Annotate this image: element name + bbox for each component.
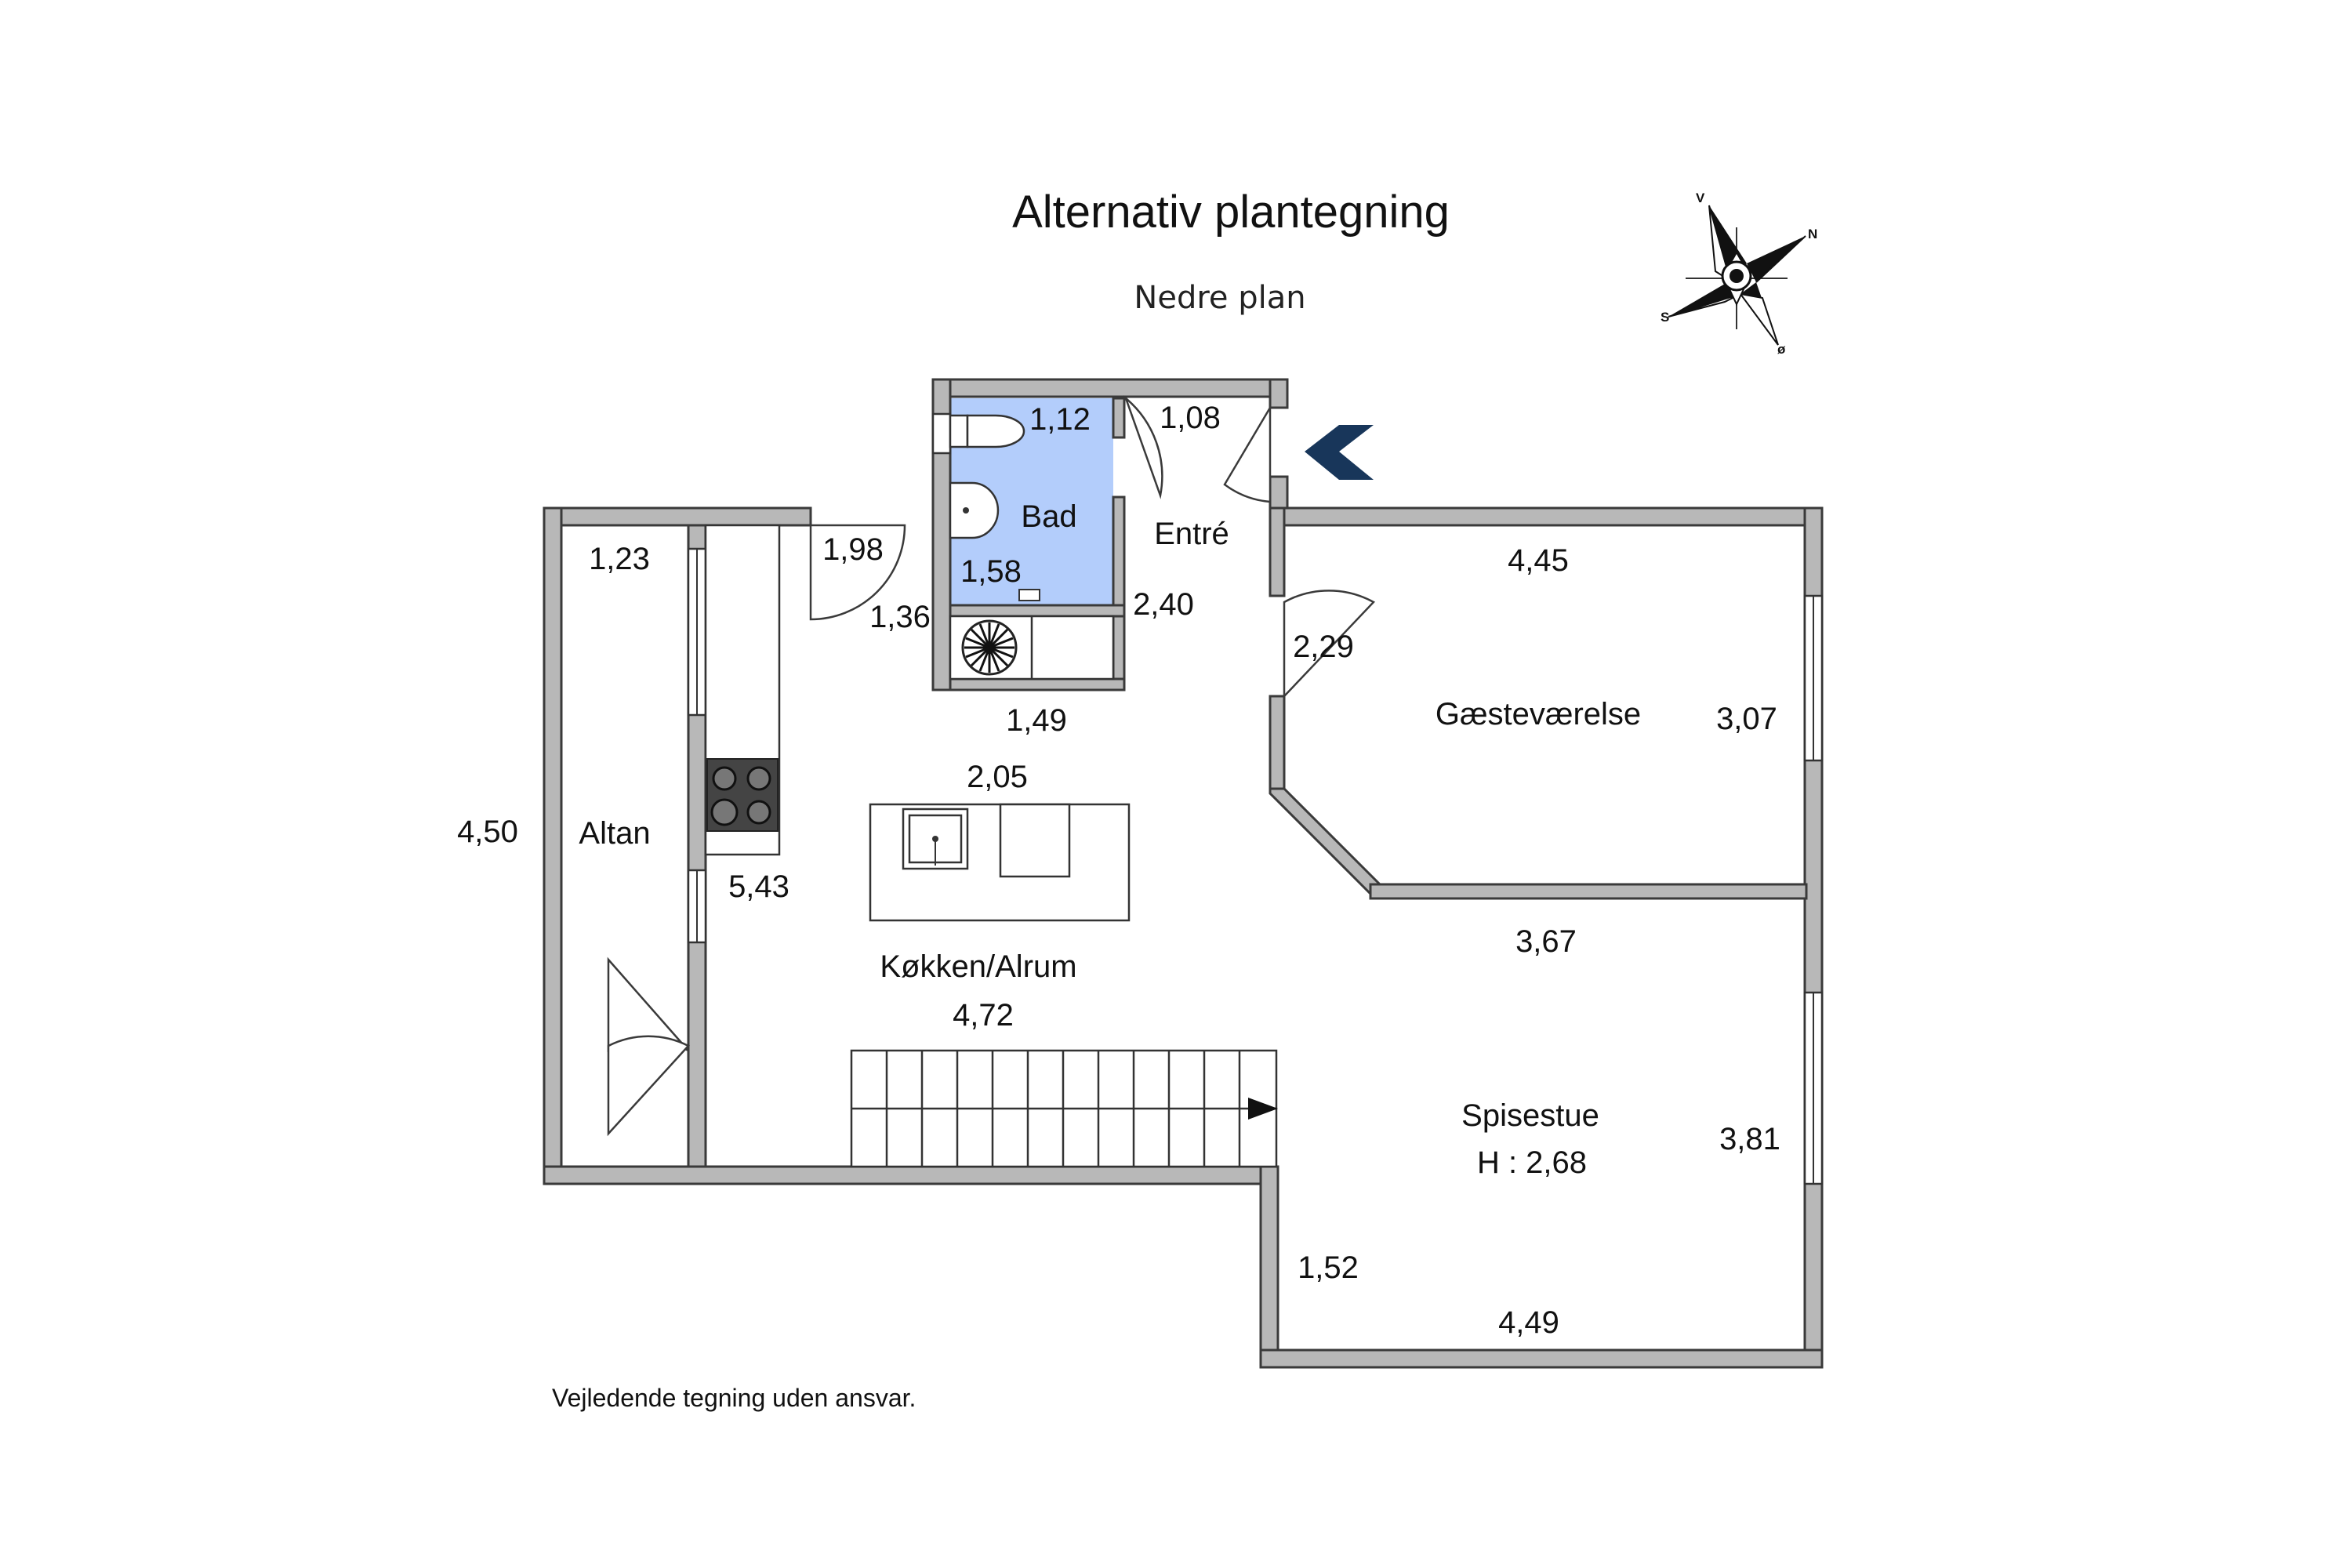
dimension-label: 3,07 (1716, 702, 1777, 736)
plan-subtitle: Nedre plan (1134, 280, 1305, 316)
laundry-cabinet (949, 615, 1115, 681)
windows (687, 412, 1824, 1185)
dimension-label: 4,45 (1508, 543, 1569, 578)
dimension-label: 4,72 (953, 998, 1014, 1033)
dimension-label: 4,50 (457, 815, 518, 849)
dimension-label: 3,81 (1719, 1122, 1780, 1156)
compass-north-label: N (1808, 227, 1817, 241)
compass-rose-icon: V N ø S (1661, 191, 1817, 357)
dimension-label: 1,23 (589, 542, 650, 576)
room-height-label: H : 2,68 (1477, 1145, 1587, 1180)
kitchen-island (869, 803, 1131, 922)
compass-west-label: V (1696, 191, 1705, 205)
dimension-label: 2,29 (1293, 630, 1354, 664)
dimension-label: 1,36 (869, 600, 931, 634)
room-label-spisestue: Spisestue (1461, 1098, 1599, 1133)
room-label-gaestevaerelse: Gæsteværelse (1436, 697, 1641, 731)
dimension-labels: 1,12 1,58 1,08 2,40 1,98 1,36 1,49 4,45 … (457, 401, 1780, 1340)
dimension-label: 1,08 (1160, 401, 1221, 435)
dimension-label: 3,67 (1515, 924, 1577, 959)
dimension-label: 1,12 (1029, 402, 1091, 437)
room-labels: Bad Entré Gæsteværelse Altan Køkken/Alru… (579, 499, 1641, 1180)
room-label-koekken: Køkken/Alrum (880, 949, 1076, 984)
compass-east-label: ø (1777, 342, 1786, 357)
compass-south-label: S (1661, 310, 1669, 325)
chevron-left-icon (1305, 425, 1374, 480)
dimension-label: 1,58 (960, 554, 1022, 589)
staircase (850, 1049, 1278, 1168)
disclaimer-note: Vejledende tegning uden ansvar. (552, 1384, 916, 1412)
dimension-label: 2,05 (967, 760, 1028, 794)
kitchen-counter (704, 524, 781, 856)
plan-title: Alternativ plantegning (1012, 187, 1450, 238)
doors (607, 395, 1376, 1137)
room-label-entre: Entré (1154, 517, 1229, 551)
dimension-label: 5,43 (728, 869, 789, 904)
room-label-altan: Altan (579, 816, 650, 851)
bathroom-fixtures (949, 414, 1040, 601)
dimension-label: 1,98 (822, 532, 884, 567)
dimension-label: 1,52 (1298, 1250, 1359, 1285)
dimension-label: 4,49 (1498, 1305, 1559, 1340)
dimension-label: 1,49 (1006, 703, 1067, 738)
room-label-bad: Bad (1021, 499, 1076, 534)
dimension-label: 2,40 (1133, 587, 1194, 622)
